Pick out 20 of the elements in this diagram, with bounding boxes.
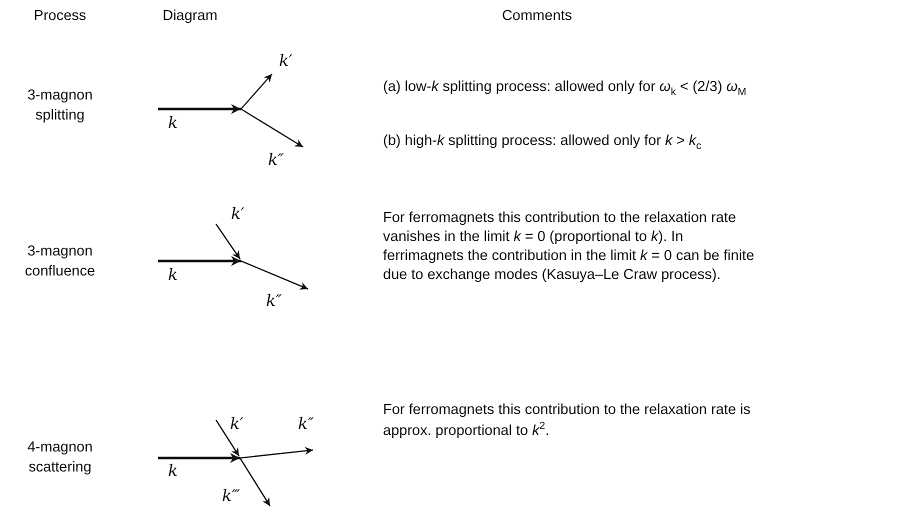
comment-text: For ferromagnets this contribution to the relaxation rate is approx. proportional to k$^{2}$. bbox=[383, 401, 752, 441]
comment-text: (b) high-k splitting process: allowed only for k > k$_{c}$ bbox=[383, 132, 702, 154]
momentum-label: k′ bbox=[279, 53, 292, 69]
column-header: Diagram bbox=[162, 8, 218, 24]
comment-text: (a) low-k splitting process: allowed only for ω$_{k}$ < (2/3) ω$_{M}$ bbox=[383, 78, 748, 100]
column-header: Process bbox=[34, 8, 86, 24]
momentum-label: k″ bbox=[298, 416, 314, 432]
momentum-label: k′ bbox=[231, 206, 244, 222]
momentum-label: k bbox=[168, 115, 178, 131]
process-name: 3-magnon splitting bbox=[26, 86, 94, 125]
momentum-label: k bbox=[168, 463, 178, 479]
process-name: 4-magnon scattering bbox=[26, 438, 94, 477]
comment-text: For ferromagnets this contribution to the relaxation rate vanishes in the limit k = 0 (proportional to k). In ferrimagnets the contribution in the limit k = 0 can be finite due to exchange modes (Kasuya–Le Craw process). bbox=[383, 209, 755, 286]
column-header: Comments bbox=[502, 8, 572, 24]
momentum-label: k″ bbox=[268, 152, 284, 168]
momentum-label: k″ bbox=[266, 293, 282, 309]
momentum-label: k bbox=[168, 267, 178, 283]
process-name: 3-magnon confluence bbox=[24, 242, 96, 281]
momentum-label: k‴ bbox=[222, 488, 240, 504]
momentum-label: k′ bbox=[230, 416, 244, 432]
